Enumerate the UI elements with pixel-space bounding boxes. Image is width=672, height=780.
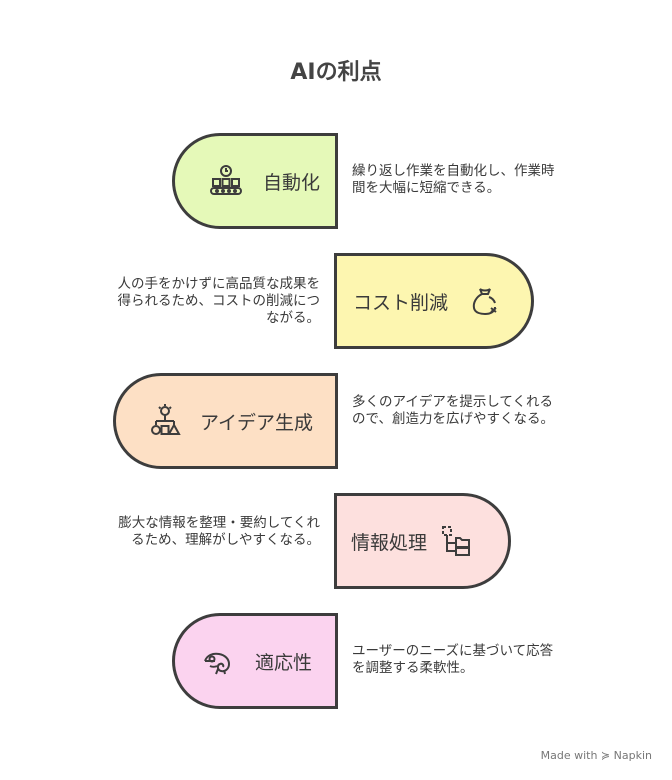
item-adaptability-description: ユーザーのニーズに基づいて応答を調整する柔軟性。: [352, 643, 554, 676]
item-adaptability-pill: 適応性: [172, 613, 338, 709]
folder-tree-icon: [437, 522, 475, 560]
conveyor-icon: [207, 162, 245, 200]
idea-shapes-icon: [146, 402, 184, 440]
item-automation-label: 自動化: [263, 171, 321, 194]
item-automation-pill: 自動化: [172, 133, 338, 229]
napkin-footer: Made with ≽ Napkin: [540, 749, 652, 762]
diagram-title: AIの利点: [290, 60, 382, 85]
item-adaptability-label: 適応性: [255, 651, 313, 674]
item-ideas-description: 多くのアイデアを提示してくれるので、創造力を広げやすくなる。: [352, 394, 554, 427]
item-cost-pill: コスト削減: [334, 253, 534, 349]
item-ideas-label: アイデア生成: [200, 411, 314, 434]
item-automation-description: 繰り返し作業を自動化し、作業時間を大幅に短縮できる。: [352, 163, 555, 196]
chameleon-icon: [201, 642, 239, 680]
item-info-label: 情報処理: [351, 531, 428, 554]
item-info-description: 膨大な情報を整理・要約してくれるため、理解がしやすくなる。: [118, 515, 320, 548]
item-ideas-pill: アイデア生成: [113, 373, 338, 469]
item-cost-description: 人の手をかけずに高品質な成果を得られるため、コストの削減につながる。: [117, 276, 321, 326]
item-cost-label: コスト削減: [353, 291, 449, 314]
item-info-pill: 情報処理: [334, 493, 511, 589]
money-bag-icon: [466, 282, 504, 320]
